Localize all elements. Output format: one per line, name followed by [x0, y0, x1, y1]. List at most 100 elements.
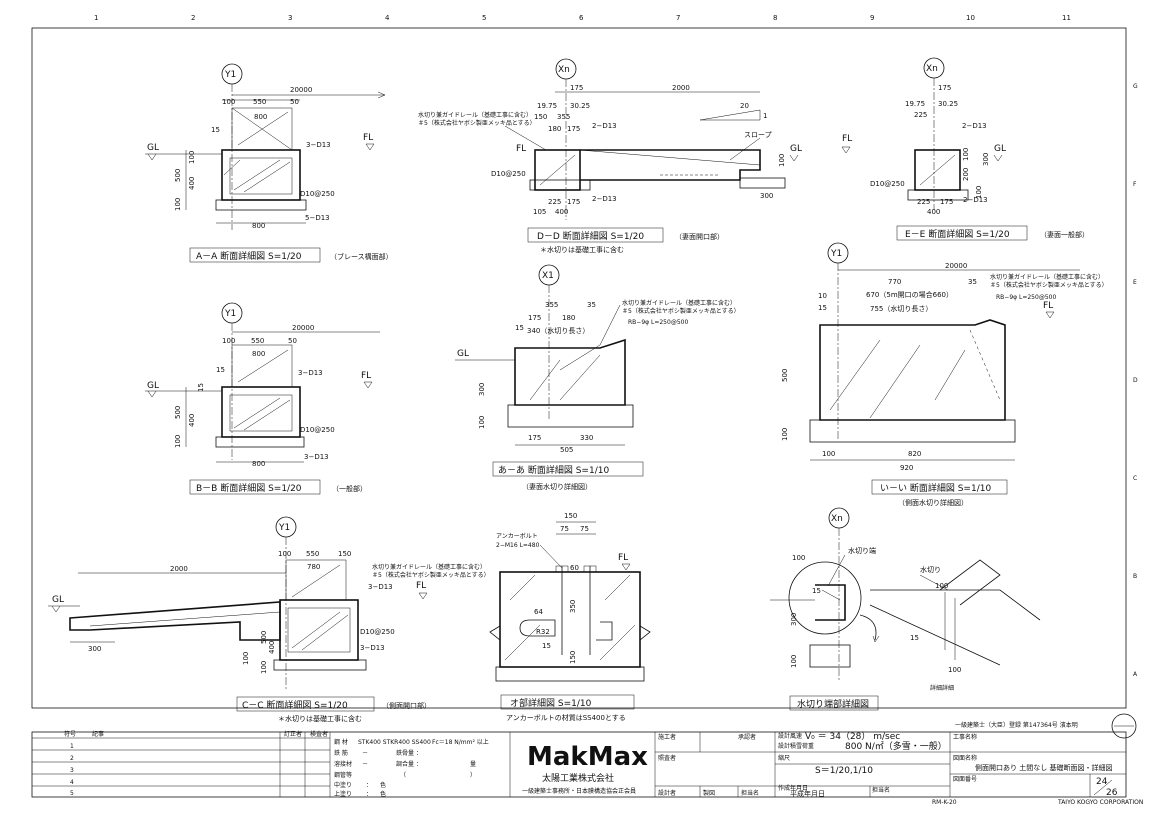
dim-label: 10 — [818, 292, 827, 300]
dim-label: 水切り端 — [848, 546, 876, 555]
dim-label: 15 — [197, 383, 205, 392]
dim-label: D10@250 — [870, 180, 905, 188]
detail-caption: B－B 断面詳細図 S=1/20 — [196, 482, 302, 494]
dim-label: 400 — [927, 208, 940, 216]
dim-label: 350 — [569, 600, 577, 613]
field-label: 設計積雪荷重 — [778, 742, 814, 750]
dim-label: 150 — [569, 651, 577, 664]
detail-caption: D－D 断面詳細図 S=1/20 — [537, 230, 644, 242]
grid-label: 11 — [1062, 14, 1071, 22]
callout-text: 水切り兼ガイドレール（基礎工事に含む） — [418, 111, 532, 119]
grid-label: 3 — [288, 14, 292, 22]
field-label: 図面名称 — [953, 754, 977, 762]
dim-label: 100 — [975, 186, 983, 199]
dim-label: 100 — [781, 428, 789, 441]
spec-cell: 量 — [470, 761, 476, 768]
spec-cell: － — [362, 761, 368, 768]
gl-label: GL — [457, 349, 469, 359]
dim-label: 2−D13 — [592, 122, 617, 130]
grid-label: 6 — [579, 14, 584, 22]
rev-header: 訂正者 — [284, 730, 302, 738]
dim-label: 500 — [174, 406, 182, 419]
detail-subnote: アンカーボルトの材質はSS400とする — [506, 713, 626, 722]
detail-mz: Xn 水切り端 水切り 100 15 300 100 A 100 15 100 … — [770, 507, 1041, 711]
dim-label: 19.75 — [905, 100, 925, 108]
dim-label: 50 — [290, 98, 299, 106]
spec-material: STK400 STKR400 SS400 — [358, 739, 431, 746]
rev-row: 5 — [70, 790, 74, 797]
dim-label: 800 — [252, 222, 265, 230]
axis-label: Y1 — [224, 309, 236, 319]
grid-right: G F E D C B A — [1133, 83, 1138, 678]
field-label: 施工者 — [658, 733, 676, 741]
axis-label: Xn — [926, 64, 938, 74]
dim-label: D10@250 — [300, 426, 335, 434]
dim-label: 3−D13 — [306, 141, 331, 149]
dim-label: 75 — [560, 525, 569, 533]
dim-label: 20000 — [290, 86, 312, 94]
detail-caption: E－E 断面詳細図 S=1/20 — [905, 228, 1010, 240]
detail-subnote: ＊水切りは基礎工事に含む — [540, 245, 624, 254]
dim-label: 105 — [533, 208, 546, 216]
fl-label: FL — [363, 133, 373, 143]
dim-label: 100 — [222, 98, 235, 106]
spec-cell: ： — [416, 761, 422, 768]
fl-label: FL — [618, 553, 628, 563]
dim-label: 175 — [528, 434, 541, 442]
wind-value: V₀ ＝ 34（28） m/sec — [805, 731, 900, 742]
scale-value: S＝1/20,1/10 — [815, 766, 873, 776]
dim-label: 150 — [338, 550, 351, 558]
detail-aa: Y1 20000 100 550 50 800 15 3−D13 D10@250… — [145, 63, 393, 263]
dim-label: 15 — [818, 304, 827, 312]
field-label: 担当名 — [872, 786, 890, 794]
field-label: 設計風速 — [778, 732, 802, 740]
grid-label: D — [1133, 377, 1138, 384]
dim-label: 150 — [534, 113, 547, 121]
dim-label: 2−D13 — [962, 122, 987, 130]
dim-label: 100 — [822, 450, 835, 458]
dim-label: 225 — [914, 111, 927, 119]
page-number: 24 — [1096, 777, 1108, 787]
dim-label: 1 — [763, 112, 767, 120]
axis-label: Y1 — [278, 523, 290, 533]
grid-label: E — [1133, 279, 1137, 286]
dim-label: 20000 — [292, 324, 314, 332]
company-name: 太陽工業株式会社 — [542, 772, 614, 784]
dim-label: 300 — [790, 613, 798, 626]
fl-label: FL — [416, 581, 426, 591]
spec-cell: 鋼管等 — [334, 771, 352, 779]
dim-label: 550 — [251, 337, 264, 345]
dim-label: 3−D13 — [298, 369, 323, 377]
dim-label: 355 — [545, 301, 558, 309]
dim-label: 20 — [740, 102, 749, 110]
field-label: 図面番号 — [953, 776, 977, 783]
dim-label: 30.25 — [938, 100, 958, 108]
rev-row: 3 — [70, 767, 74, 774]
grid-label: A — [1133, 671, 1138, 678]
dim-label: D10@250 — [491, 170, 526, 178]
dim-label: 800 — [252, 350, 265, 358]
gl-label: GL — [790, 144, 802, 154]
dim-label: 300 — [760, 192, 773, 200]
dim-label: 920 — [900, 464, 913, 472]
spec-cell: ： — [366, 782, 372, 789]
dim-label: 19.75 — [537, 102, 557, 110]
dim-label: 2−M16 L=480 — [496, 542, 540, 549]
dim-label: 2−D13 — [592, 195, 617, 203]
dim-label: 2−D13 — [963, 196, 988, 204]
callout-text: 水切り兼ガイドレール（基礎工事に含む） — [622, 299, 736, 307]
dim-label: 550 — [306, 550, 319, 558]
callout-text: ＃5（株式会社ヤボシ製亜メッキ品とする） — [990, 281, 1108, 289]
dim-label: 35 — [587, 301, 596, 309]
spec-fc: Fc＝18 N/mm² 以上 — [432, 738, 489, 746]
dim-label: 300 — [88, 645, 101, 653]
dim-label: 詳細詳細 — [930, 684, 954, 692]
dim-label: 500 — [781, 369, 789, 382]
dim-label: 2000 — [170, 565, 188, 573]
date-value: 平成年月日 — [790, 789, 825, 798]
dim-label: D10@250 — [300, 190, 335, 198]
title-block: 一級建築士（大臣）登録 第147364号 濱本明 符号 記事 訂正者 検査者 1… — [31, 713, 1143, 806]
spec-cell: － — [362, 750, 368, 757]
callout-text: 水切り兼ガイドレール（基礎工事に含む） — [990, 273, 1104, 281]
dim-label: アンカーボルト — [496, 532, 538, 540]
